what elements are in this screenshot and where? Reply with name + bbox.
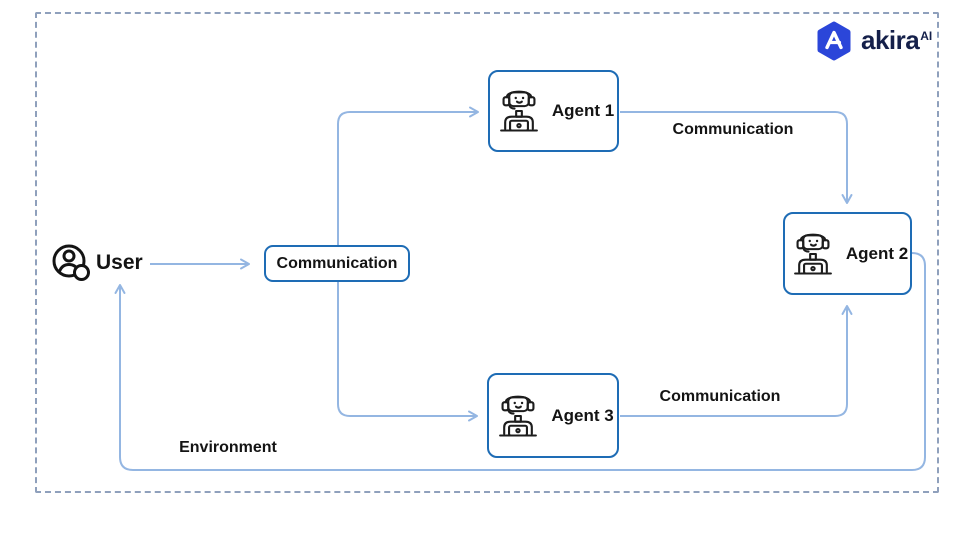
brand-name: akira xyxy=(861,25,920,55)
edge-label-communication-bottom: Communication xyxy=(659,388,781,405)
agent3-label: Agent 3 xyxy=(551,405,614,425)
edge-label-communication-top: Communication xyxy=(672,121,794,138)
support-robot-icon xyxy=(499,395,538,437)
support-robot-icon xyxy=(793,233,832,275)
brand-superscript: AI xyxy=(920,29,933,43)
akira-logo-icon xyxy=(817,21,851,61)
user-label: User xyxy=(96,251,143,274)
agent2-label: Agent 2 xyxy=(845,243,909,263)
communication-box: Communication xyxy=(264,245,410,282)
user-icon xyxy=(52,244,90,281)
environment-label: Environment xyxy=(179,439,277,456)
brand-logo: akiraAI xyxy=(814,20,932,62)
agent1-node: Agent 1 xyxy=(488,70,619,152)
agent1-label: Agent 1 xyxy=(551,101,615,120)
diagram-frame xyxy=(35,12,939,493)
communication-box-label: Communication xyxy=(276,254,398,272)
edge-agent1-to-agent2 xyxy=(620,111,853,204)
user-node: User xyxy=(50,241,143,285)
edge-agent3-to-agent2 xyxy=(620,305,853,417)
agent2-node: Agent 2 xyxy=(783,212,912,295)
edge-communication-to-agent3 xyxy=(337,282,478,422)
edge-agent2-environment-to-user xyxy=(114,252,926,471)
agent3-node: Agent 3 xyxy=(487,373,619,458)
support-robot-icon xyxy=(499,90,538,132)
edge-communication-to-agent1 xyxy=(337,106,479,245)
